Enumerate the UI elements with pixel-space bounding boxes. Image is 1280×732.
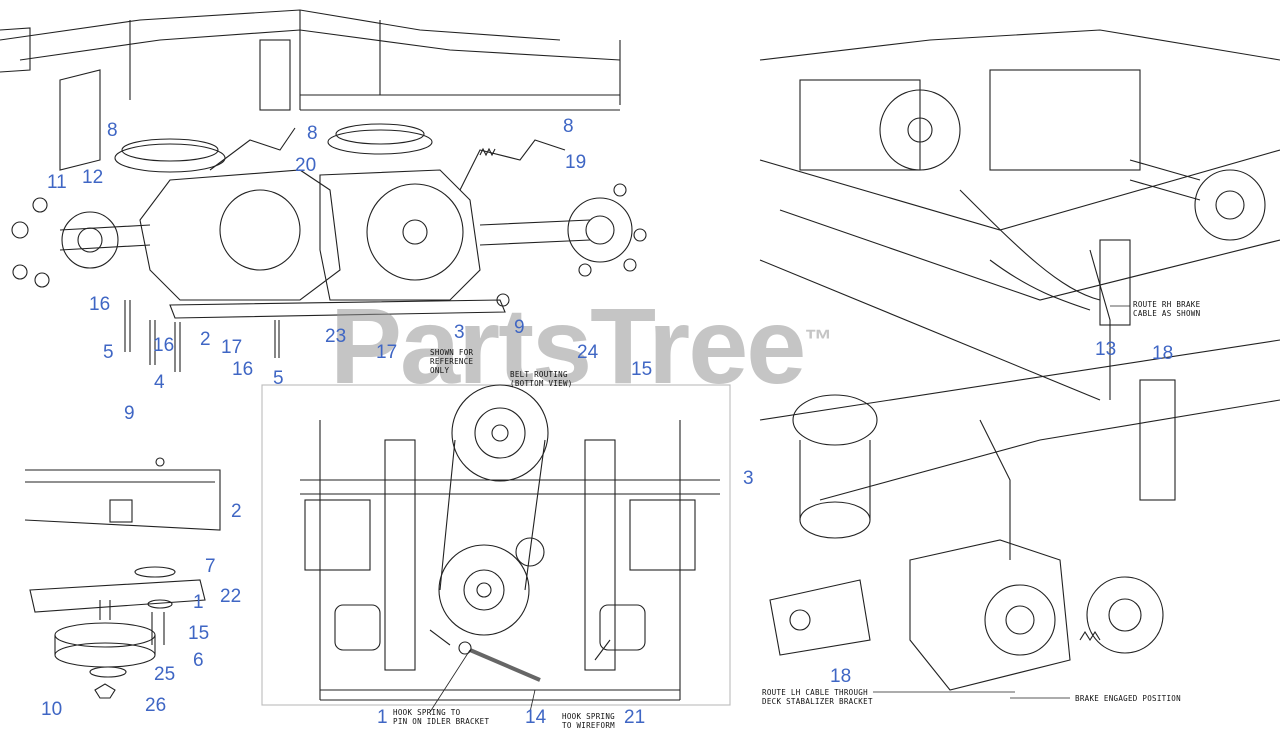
callout-18: 18 bbox=[830, 666, 852, 687]
callout-5: 5 bbox=[273, 368, 284, 389]
callout-16: 16 bbox=[232, 359, 254, 380]
leader-lines bbox=[429, 305, 1130, 713]
callout-16: 16 bbox=[89, 294, 111, 315]
callout-1: 1 bbox=[377, 707, 388, 728]
callout-15: 15 bbox=[631, 359, 653, 380]
idler-pulley-view bbox=[24, 457, 221, 699]
note-belt-routing: BELT ROUTING (BOTTOM VIEW) bbox=[510, 370, 573, 388]
callout-8: 8 bbox=[107, 120, 118, 141]
callout-12: 12 bbox=[82, 167, 104, 188]
callout-22: 22 bbox=[220, 586, 242, 607]
note-route-lh: ROUTE LH CABLE THROUGH DECK STABALIZER B… bbox=[762, 688, 873, 706]
callout-9: 9 bbox=[124, 403, 135, 424]
callout-7: 7 bbox=[205, 556, 216, 577]
callout-5: 5 bbox=[103, 342, 114, 363]
callout-8: 8 bbox=[563, 116, 574, 137]
callout-8: 8 bbox=[307, 123, 318, 144]
callout-17: 17 bbox=[221, 337, 243, 358]
lh-brake-cable-view bbox=[759, 339, 1280, 691]
callout-10: 10 bbox=[41, 699, 63, 720]
note-shown-for-reference: SHOWN FOR REFERENCE ONLY bbox=[430, 348, 474, 375]
callout-16: 16 bbox=[153, 335, 175, 356]
callout-20: 20 bbox=[295, 155, 317, 176]
note-hook-wireform: HOOK SPRING TO WIREFORM bbox=[562, 712, 615, 730]
callout-9: 9 bbox=[514, 317, 525, 338]
callout-13: 13 bbox=[1095, 339, 1117, 360]
callout-11: 11 bbox=[47, 172, 67, 193]
callout-3: 3 bbox=[454, 322, 465, 343]
callout-24: 24 bbox=[577, 342, 599, 363]
callout-6: 6 bbox=[193, 650, 204, 671]
watermark: PartsTree™ bbox=[330, 285, 832, 406]
callout-26: 26 bbox=[145, 695, 167, 716]
callout-23: 23 bbox=[325, 326, 347, 347]
callout-3: 3 bbox=[743, 468, 754, 489]
callout-14: 14 bbox=[525, 707, 547, 728]
callout-18: 18 bbox=[1152, 343, 1174, 364]
callout-15: 15 bbox=[188, 623, 210, 644]
note-hook-idler: HOOK SPRING TO PIN ON IDLER BRACKET bbox=[393, 708, 490, 726]
rh-brake-cable-view bbox=[759, 29, 1280, 401]
callout-4: 4 bbox=[154, 372, 165, 393]
belt-routing-view bbox=[261, 384, 731, 706]
note-route-rh: ROUTE RH BRAKE CABLE AS SHOWN bbox=[1133, 300, 1201, 318]
callout-19: 19 bbox=[565, 152, 587, 173]
transaxle-exploded-view bbox=[0, 9, 647, 372]
callout-17: 17 bbox=[376, 342, 398, 363]
callout-21: 21 bbox=[624, 707, 646, 728]
callout-2: 2 bbox=[200, 329, 211, 350]
callout-25: 25 bbox=[154, 664, 176, 685]
note-brake-engaged: BRAKE ENGAGED POSITION bbox=[1075, 694, 1181, 703]
callout-2: 2 bbox=[231, 501, 242, 522]
callout-1: 1 bbox=[193, 592, 204, 613]
